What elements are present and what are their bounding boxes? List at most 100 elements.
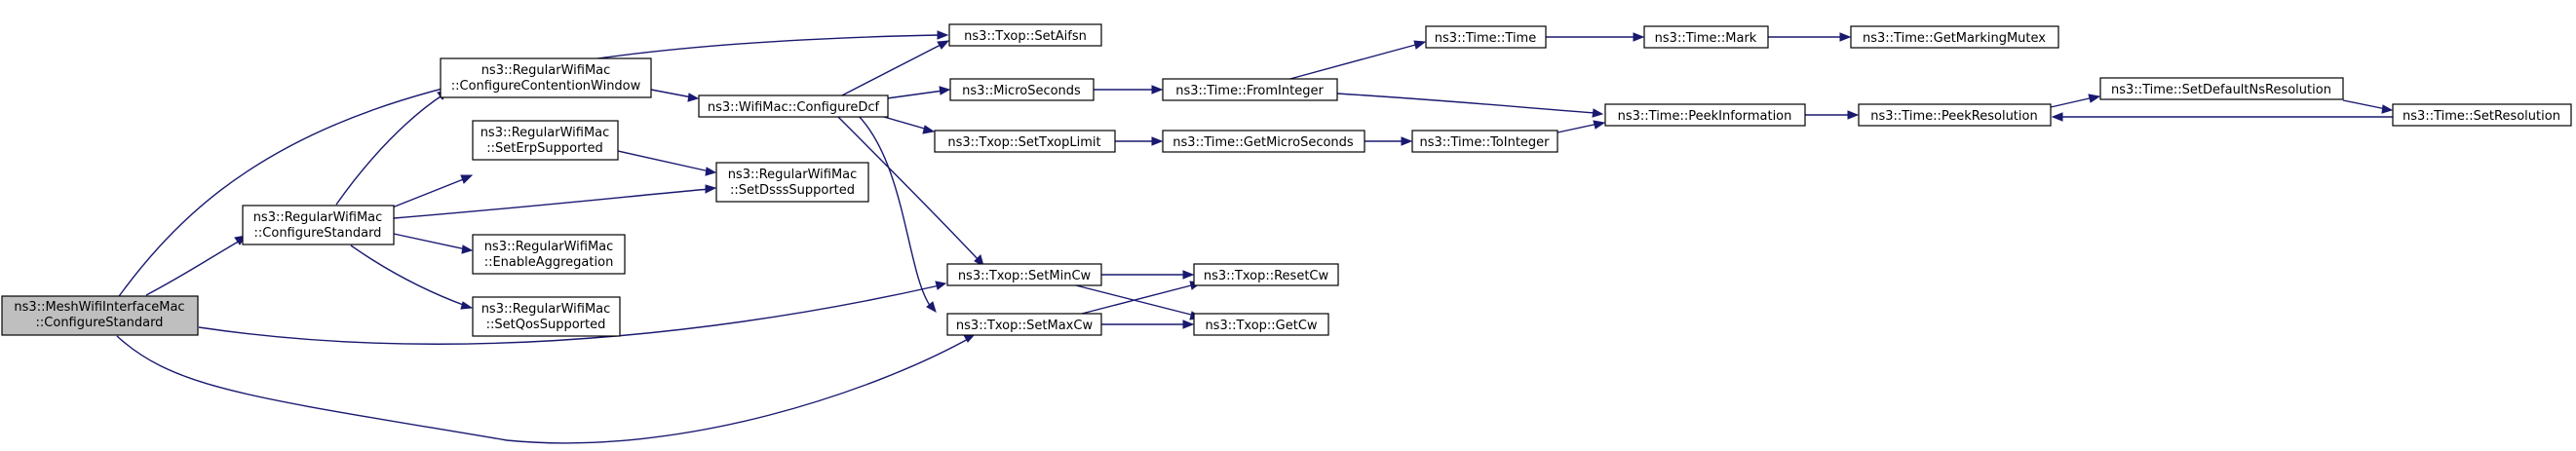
node-label-line: ns3::Txop::SetMaxCw: [956, 319, 1094, 333]
node-label-line: ns3::Txop::SetMinCw: [958, 269, 1092, 283]
node-time-to-integer[interactable]: ns3::Time::ToInteger: [1411, 130, 1558, 153]
node-time-from-integer[interactable]: ns3::Time::FromInteger: [1162, 78, 1338, 101]
node-label-line: ns3::Time::SetResolution: [2403, 109, 2560, 124]
node-get-cw[interactable]: ns3::Txop::GetCw: [1193, 313, 1329, 336]
node-time-get-marking-mutex[interactable]: ns3::Time::GetMarkingMutex: [1850, 25, 2059, 49]
edge-contention-to-configure-dcf: [650, 89, 693, 98]
arrowhead: [460, 174, 474, 184]
node-label-line: ns3::Txop::SetTxopLimit: [947, 135, 1100, 150]
arrowhead: [705, 184, 717, 194]
node-set-aifsn[interactable]: ns3::Txop::SetAifsn: [948, 23, 1102, 47]
node-label-line: ns3::RegularWifiMac: [481, 63, 611, 78]
edge-standard-to-erp: [389, 177, 467, 209]
node-set-txop-limit[interactable]: ns3::Txop::SetTxopLimit: [934, 130, 1116, 153]
node-configure-contention-window[interactable]: ns3::RegularWifiMac ::ConfigureContentio…: [440, 57, 652, 98]
node-set-erp-supported[interactable]: ns3::RegularWifiMac ::SetErpSupported: [472, 120, 619, 161]
node-label-line: ns3::Txop::SetAifsn: [964, 29, 1087, 44]
arrowhead: [937, 40, 950, 50]
node-label-line: ns3::RegularWifiMac: [481, 302, 611, 317]
node-label-line: ns3::Time::GetMarkingMutex: [1863, 31, 2046, 46]
node-micro-seconds[interactable]: ns3::MicroSeconds: [949, 78, 1095, 101]
node-regular-configure-standard[interactable]: ns3::RegularWifiMac ::ConfigureStandard: [242, 205, 395, 245]
arrowhead: [1182, 270, 1195, 280]
node-label-line: ::SetErpSupported: [486, 141, 603, 156]
node-label-line: ns3::Time::Time: [1435, 31, 1536, 46]
node-label-line: ::ConfigureStandard: [36, 316, 164, 330]
node-time-get-micro-seconds[interactable]: ns3::Time::GetMicroSeconds: [1162, 130, 1365, 153]
arrowhead: [1151, 85, 1164, 94]
node-label-line: ns3::MicroSeconds: [962, 84, 1081, 98]
node-label-line: ::EnableAggregation: [484, 255, 614, 270]
edge-standard-to-contention-window: [335, 94, 444, 206]
edge-erp-to-dsss: [617, 150, 711, 172]
node-time-set-default-ns-resolution[interactable]: ns3::Time::SetDefaultNsResolution: [2099, 77, 2344, 100]
arrowhead: [1413, 40, 1427, 50]
node-mesh-configure-standard[interactable]: ns3::MeshWifiInterfaceMac ::ConfigureSta…: [1, 295, 199, 336]
node-label-line: ::SetDsssSupported: [730, 183, 855, 198]
arrowhead: [2381, 104, 2394, 114]
edge-dcf-to-micro-seconds: [886, 90, 944, 99]
arrowhead: [1592, 108, 1604, 118]
arrowhead: [1401, 136, 1413, 146]
call-graph-nodes: ns3::MeshWifiInterfaceMac ::ConfigureSta…: [1, 23, 2572, 337]
arrowhead: [939, 86, 951, 95]
arrowhead: [2088, 94, 2101, 103]
node-label-line: ::ConfigureStandard: [254, 226, 382, 241]
node-label-line: ns3::RegularWifiMac: [728, 168, 858, 182]
arrowhead: [1839, 32, 1852, 42]
node-label-line: ns3::WifiMac::ConfigureDcf: [708, 100, 880, 115]
arrowhead: [937, 30, 949, 40]
node-label-line: ns3::Time::PeekResolution: [1870, 109, 2037, 124]
node-label-line: ns3::RegularWifiMac: [481, 126, 610, 140]
node-label-line: ns3::Time::GetMicroSeconds: [1173, 135, 1354, 150]
arrowhead: [1847, 110, 1860, 120]
node-label-line: ns3::Time::PeekInformation: [1618, 109, 1792, 124]
edge-standard-to-aggregation: [393, 233, 467, 250]
arrowhead: [705, 167, 717, 176]
node-set-qos-supported[interactable]: ns3::RegularWifiMac ::SetQosSupported: [472, 296, 621, 337]
edge-from-integer-to-peek-information: [1336, 93, 1597, 114]
arrowhead: [935, 281, 947, 290]
node-time-mark[interactable]: ns3::Time::Mark: [1643, 25, 1769, 49]
node-enable-aggregation[interactable]: ns3::RegularWifiMac ::EnableAggregation: [472, 234, 626, 275]
edge-to-integer-to-peek-information: [1557, 123, 1599, 133]
arrowhead: [1593, 120, 1606, 130]
edge-peek-resolution-to-set-default: [2050, 96, 2095, 108]
edge-mesh-to-set-aifsn: [116, 34, 942, 300]
edge-dcf-to-set-max-cw: [857, 114, 932, 308]
edge-set-default-to-set-resolution: [2342, 99, 2387, 110]
node-time-time[interactable]: ns3::Time::Time: [1425, 25, 1547, 49]
edge-standard-to-qos: [350, 244, 467, 307]
edge-standard-to-dsss: [393, 188, 711, 219]
node-configure-dcf[interactable]: ns3::WifiMac::ConfigureDcf: [698, 94, 889, 118]
edge-from-integer-to-time: [1286, 43, 1420, 81]
arrowhead: [687, 93, 700, 102]
node-label-line: ::SetQosSupported: [486, 318, 606, 332]
arrowhead: [460, 301, 474, 310]
node-label-line: ns3::Time::ToInteger: [1419, 135, 1550, 150]
node-label-line: ns3::Txop::ResetCw: [1204, 269, 1329, 283]
arrowhead: [1182, 319, 1195, 329]
arrowhead: [2051, 112, 2063, 122]
node-label-line: ns3::RegularWifiMac: [253, 210, 383, 225]
edge-mesh-to-regular-configure-standard: [145, 239, 243, 296]
call-graph-edges: [116, 30, 2394, 444]
node-time-peek-information[interactable]: ns3::Time::PeekInformation: [1604, 103, 1806, 127]
arrowhead: [461, 244, 474, 254]
node-label-line: ns3::RegularWifiMac: [484, 240, 614, 254]
node-set-dsss-supported[interactable]: ns3::RegularWifiMac ::SetDsssSupported: [715, 162, 869, 203]
node-label-line: ns3::Time::FromInteger: [1175, 84, 1324, 98]
node-label-line: ns3::Time::SetDefaultNsResolution: [2111, 83, 2331, 97]
arrowhead: [1633, 32, 1645, 42]
node-set-min-cw[interactable]: ns3::Txop::SetMinCw: [946, 263, 1102, 286]
node-reset-cw[interactable]: ns3::Txop::ResetCw: [1193, 263, 1339, 286]
node-set-max-cw[interactable]: ns3::Txop::SetMaxCw: [946, 313, 1102, 336]
arrowhead: [1151, 136, 1164, 146]
edge-max-cw-to-reset-cw: [1081, 283, 1196, 315]
node-time-set-resolution[interactable]: ns3::Time::SetResolution: [2392, 103, 2572, 127]
arrowhead: [922, 125, 936, 134]
node-label-line: ns3::Time::Mark: [1655, 31, 1757, 46]
node-label-line: ns3::Txop::GetCw: [1205, 319, 1317, 333]
node-time-peek-resolution[interactable]: ns3::Time::PeekResolution: [1858, 103, 2052, 127]
